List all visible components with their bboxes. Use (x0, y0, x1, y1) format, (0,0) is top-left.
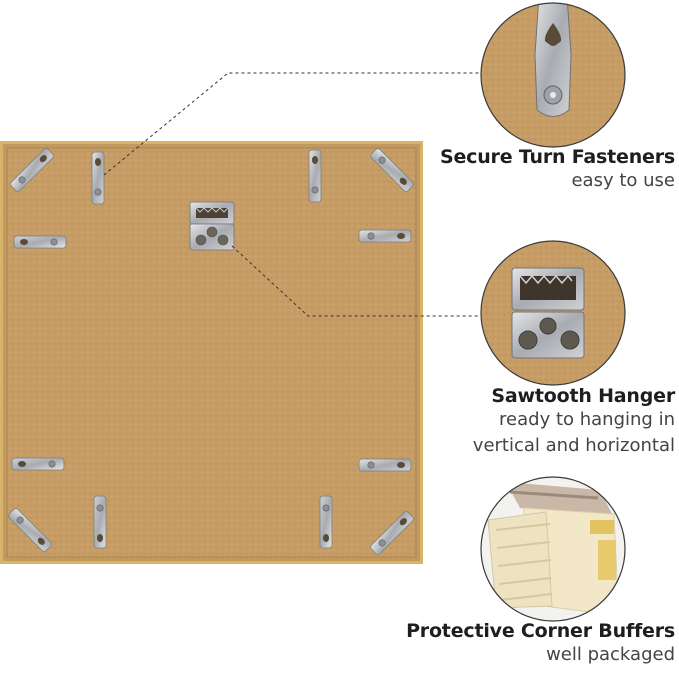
feature-caption-sawtooth-hanger: Sawtooth Hanger ready to hanging in vert… (473, 385, 675, 459)
feature-title: Sawtooth Hanger (491, 385, 675, 407)
zoom-circle-turn-fastener (480, 2, 626, 148)
feature-subtitle-line-2: vertical and horizontal (472, 435, 675, 456)
feature-subtitle-line-1: ready to hanging in (499, 409, 675, 430)
zoom-circle-corner-buffer (480, 476, 626, 622)
feature-caption-corner-buffers: Protective Corner Buffers well packaged (406, 620, 675, 668)
feature-caption-turn-fasteners: Secure Turn Fasteners easy to use (440, 146, 675, 194)
sawtooth-hanger (189, 201, 235, 251)
feature-subtitle: easy to use (571, 170, 675, 191)
leader-lines (103, 72, 482, 317)
feature-title: Secure Turn Fasteners (440, 146, 675, 168)
feature-subtitle: well packaged (546, 644, 675, 665)
zoom-circle-sawtooth-hanger (480, 240, 626, 386)
feature-title: Protective Corner Buffers (406, 620, 675, 642)
